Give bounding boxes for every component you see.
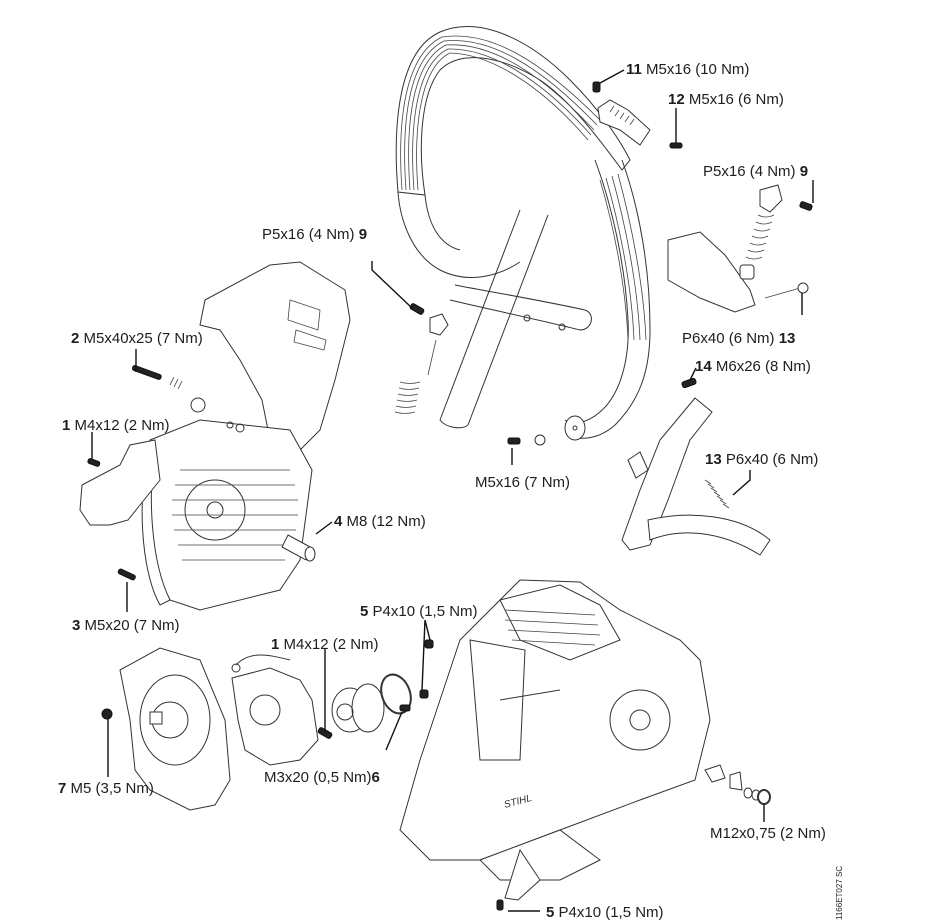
shroud-plate — [79, 365, 245, 526]
callout-number: 9 — [358, 226, 368, 243]
rear-handle-guard — [507, 377, 771, 556]
callout-3: 3 M5x20 (7 Nm) — [72, 617, 180, 634]
callout-number: 13 — [705, 451, 722, 468]
hose-clamp — [380, 673, 412, 715]
callout-spec: P5x16 (4 Nm) — [703, 163, 796, 180]
callout-number: 4 — [334, 513, 343, 530]
callout-spec: M5x16 (6 Nm) — [688, 91, 784, 108]
callout-number: 5 — [360, 603, 369, 620]
drawing-code: 1166ET027 SC — [835, 865, 844, 920]
intake-manifold — [331, 683, 385, 733]
air-guide-shroud — [101, 647, 231, 811]
callout-number: 9 — [799, 163, 809, 180]
callout-spec: P6x40 (6 Nm) — [725, 451, 819, 468]
callout-number: 11 — [626, 61, 642, 78]
callout-5-top: 5 P4x10 (1,5 Nm) — [360, 603, 478, 620]
handle-bar-bracket — [667, 184, 813, 313]
leader-lines — [91, 69, 814, 912]
callout-spec: M5x16 (10 Nm) — [646, 61, 750, 78]
callout-14: 14 M6x26 (8 Nm) — [695, 358, 811, 375]
callout-spec: M6x26 (8 Nm) — [715, 358, 811, 375]
carburetor — [231, 654, 333, 766]
fan-housing — [141, 261, 351, 611]
callout-5-bottom: 5 P4x10 (1,5 Nm) — [546, 904, 664, 921]
callout-spec: M5 (3,5 Nm) — [70, 780, 154, 797]
anti-vibration-spring-rear — [394, 303, 449, 414]
callout-9-left: P5x16 (4 Nm) 9 — [262, 226, 367, 243]
callout-number: 14 — [695, 358, 712, 375]
callout-13-bottom: 13 P6x40 (6 Nm) — [705, 451, 818, 468]
callout-spec: P4x10 (1,5 Nm) — [372, 603, 478, 620]
callout-1-top: 1 M4x12 (2 Nm) — [62, 417, 170, 434]
callout-13-top: P6x40 (6 Nm) 13 — [682, 330, 795, 347]
callout-2: 2 M5x40x25 (7 Nm) — [71, 330, 203, 347]
callout-number: 13 — [778, 330, 796, 347]
callout-number: 7 — [58, 780, 67, 797]
callout-spec: P5x16 (4 Nm) — [262, 226, 355, 243]
callout-number: 2 — [71, 330, 80, 347]
callout-6: M3x20 (0,5 Nm)6 — [264, 769, 380, 786]
callout-spec: P4x10 (1,5 Nm) — [558, 904, 664, 921]
callout-11: 11 M5x16 (10 Nm) — [626, 61, 749, 78]
callout-spec: P6x40 (6 Nm) — [682, 330, 775, 347]
engine-housing: STIHL — [399, 579, 711, 911]
spacer-sleeve — [117, 534, 316, 581]
callout-9-right: P5x16 (4 Nm) 9 — [703, 163, 808, 180]
callout-number: 6 — [371, 769, 380, 786]
callout-number: 5 — [546, 904, 555, 921]
callout-4: 4 M8 (12 Nm) — [334, 513, 426, 530]
decompression-valve-parts — [704, 764, 771, 805]
callout-7: 7 M5 (3,5 Nm) — [58, 780, 154, 797]
callout-number: 3 — [72, 617, 81, 634]
callout-number: 12 — [668, 91, 685, 108]
callout-1-bottom: 1 M4x12 (2 Nm) — [271, 636, 379, 653]
callout-spec: M5x40x25 (7 Nm) — [83, 330, 203, 347]
callout-spec: M12x0,75 (2 Nm) — [710, 825, 826, 842]
callout-spec: M3x20 (0,5 Nm) — [264, 769, 372, 786]
callout-spec: M4x12 (2 Nm) — [283, 636, 379, 653]
callout-m12: M12x0,75 (2 Nm) — [710, 825, 826, 842]
callout-number: 1 — [62, 417, 71, 434]
callout-12: 12 M5x16 (6 Nm) — [668, 91, 784, 108]
callout-spec: M4x12 (2 Nm) — [74, 417, 170, 434]
callout-spec: M5x16 (7 Nm) — [475, 474, 571, 491]
callout-spec: M5x20 (7 Nm) — [84, 617, 180, 634]
anti-vibration-spring-front — [592, 81, 683, 149]
callout-number: 1 — [271, 636, 280, 653]
handle-bar — [395, 26, 651, 441]
callout-spec: M8 (12 Nm) — [346, 513, 426, 530]
callout-m5x16: M5x16 (7 Nm) — [475, 474, 570, 491]
